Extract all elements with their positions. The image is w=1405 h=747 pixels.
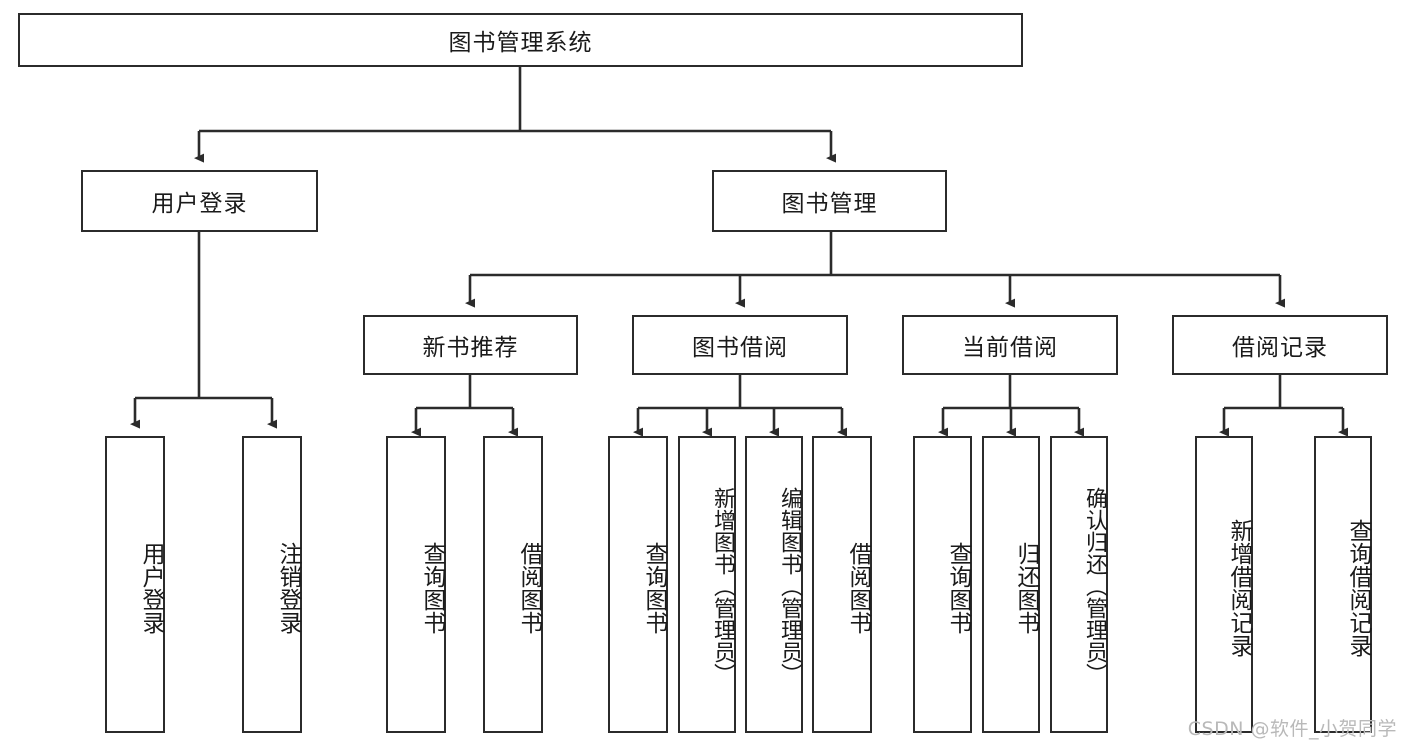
node-label: 查询图书 [641, 541, 667, 634]
node-label: 借阅图书 [845, 541, 871, 634]
node-leaf-add-borrow-record[interactable]: 新增借阅记录 [1195, 436, 1253, 733]
node-root[interactable]: 图书管理系统 [18, 13, 1023, 67]
node-user-login[interactable]: 用户登录 [81, 170, 318, 232]
node-leaf-query-book-2[interactable]: 查询图书 [608, 436, 668, 733]
node-label: 编辑图书（管理员） [777, 486, 802, 685]
node-leaf-query-book-3[interactable]: 查询图书 [913, 436, 972, 733]
node-label: 当前借阅 [962, 335, 1058, 361]
node-book-borrow[interactable]: 图书借阅 [632, 315, 848, 375]
node-label: 查询图书 [419, 541, 445, 634]
node-label: 借阅记录 [1232, 335, 1328, 361]
node-leaf-confirm-return-admin[interactable]: 确认归还（管理员） [1050, 436, 1108, 733]
node-label: 图书管理 [781, 191, 878, 217]
node-leaf-add-book-admin[interactable]: 新增图书（管理员） [678, 436, 736, 733]
node-label: 查询借阅记录 [1345, 518, 1371, 657]
node-label: 新增图书（管理员） [710, 486, 735, 685]
node-leaf-query-book-1[interactable]: 查询图书 [386, 436, 446, 733]
node-label: 图书管理系统 [448, 30, 593, 56]
node-label: 用户登录 [138, 541, 164, 634]
node-leaf-query-borrow-record[interactable]: 查询借阅记录 [1314, 436, 1372, 733]
node-leaf-edit-book-admin[interactable]: 编辑图书（管理员） [745, 436, 803, 733]
node-leaf-borrow-book-2[interactable]: 借阅图书 [812, 436, 872, 733]
node-label: 归还图书 [1013, 541, 1039, 634]
node-current-borrow[interactable]: 当前借阅 [902, 315, 1118, 375]
node-label: 注销登录 [275, 541, 301, 634]
node-label: 图书借阅 [692, 335, 788, 361]
node-label: 查询图书 [945, 541, 971, 634]
node-label: 借阅图书 [516, 541, 542, 634]
node-leaf-borrow-book-1[interactable]: 借阅图书 [483, 436, 543, 733]
node-label: 用户登录 [151, 191, 248, 217]
node-label: 新增借阅记录 [1226, 518, 1252, 657]
node-leaf-return-book[interactable]: 归还图书 [982, 436, 1040, 733]
node-label: 确认归还（管理员） [1082, 486, 1107, 685]
node-leaf-logout[interactable]: 注销登录 [242, 436, 302, 733]
node-new-book-recommend[interactable]: 新书推荐 [363, 315, 578, 375]
node-leaf-user-login[interactable]: 用户登录 [105, 436, 165, 733]
watermark: CSDN @软件_小贺同学 [1187, 718, 1397, 740]
node-book-management[interactable]: 图书管理 [712, 170, 947, 232]
node-borrow-record[interactable]: 借阅记录 [1172, 315, 1388, 375]
node-label: 新书推荐 [422, 335, 519, 361]
